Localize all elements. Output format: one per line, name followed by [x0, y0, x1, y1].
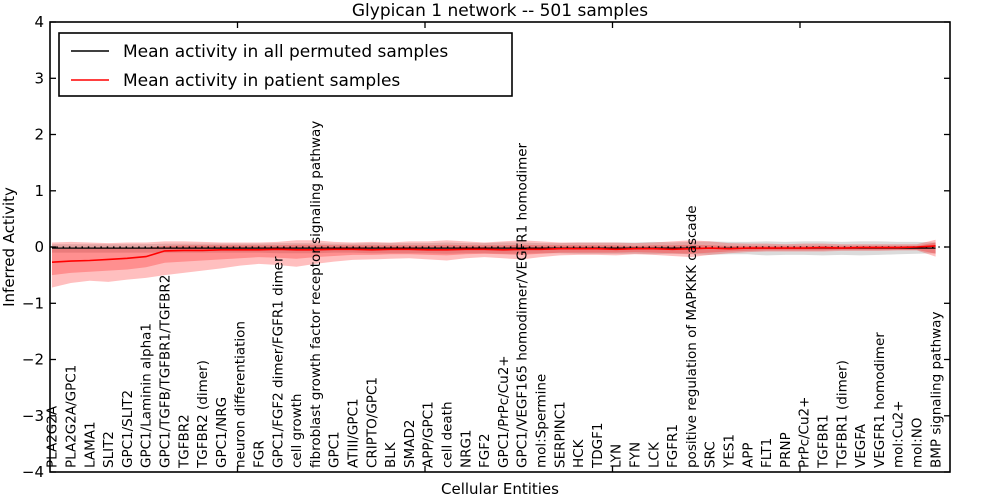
x-entity-label: YES1 [722, 434, 738, 469]
legend-label-permuted: Mean activity in all permuted samples [123, 42, 448, 62]
y-tick-label: 2 [34, 126, 44, 144]
x-entity-label: GPC1 [327, 431, 343, 468]
x-entity-label: FGR [252, 440, 268, 468]
y-tick-label: −2 [22, 351, 44, 369]
x-entity-label: VEGFR1 homodimer [872, 332, 888, 468]
x-entity-label: GPC1/SLIT2 [120, 390, 136, 468]
x-entity-label: mol:Spermine [534, 374, 550, 468]
chart-title: Glypican 1 network -- 501 samples [352, 1, 648, 21]
x-entity-label: TGFBR1 [816, 414, 832, 469]
y-axis-label: Inferred Activity [0, 187, 18, 307]
x-entity-label: SERPINC1 [552, 401, 568, 468]
x-entity-label: APP/GPC1 [421, 401, 437, 468]
x-entity-label: neuron differentiation [233, 321, 249, 468]
patient_band_inner-fill [52, 242, 936, 276]
x-entity-label: GPC1/TGFB/TGFBR1/TGFBR2 [158, 275, 174, 468]
y-tick-label: 1 [34, 182, 44, 200]
x-entity-label: VEGFA [853, 423, 869, 468]
y-tick-label: 0 [34, 238, 44, 256]
x-entity-label: TGFBR1 (dimer) [834, 360, 850, 469]
x-entity-label: PRNP [778, 432, 794, 468]
x-entity-label: BLK [383, 441, 399, 468]
x-entity-label: HCK [571, 438, 587, 468]
y-tick-label: 3 [34, 69, 44, 87]
x-entity-label: LCK [646, 441, 662, 468]
x-entity-label: fibroblast growth factor receptor signal… [308, 121, 324, 468]
x-entity-label: GPC1/NRG [214, 397, 230, 468]
x-entity-label: APP [740, 442, 756, 468]
x-entity-label: SLIT2 [101, 431, 117, 468]
x-entity-label: TGFBR2 [176, 414, 192, 469]
legend-label-patient: Mean activity in patient samples [123, 71, 400, 91]
x-entity-label: NRG1 [458, 429, 474, 468]
x-entity-label: SRC [703, 441, 719, 468]
x-entity-label: GPC1/VEGF165 homodimer/VEGFR1 homodimer [515, 142, 531, 468]
x-entity-label: TDGF1 [590, 423, 606, 469]
x-entity-label: cell growth [289, 394, 305, 469]
patient_band_outer-fill [52, 239, 936, 288]
x-entity-label: ATIII/GPC1 [346, 398, 362, 468]
x-entity-label: cell death [440, 401, 456, 468]
x-entity-label: positive regulation of MAPKKK cascade [684, 205, 700, 468]
x-entity-label: FGF2 [477, 433, 493, 468]
legend-box [58, 32, 513, 97]
x-axis-label: Cellular Entities [441, 480, 559, 498]
x-entity-label: GPC1/FGF2 dimer/FGFR1 dimer [270, 256, 286, 468]
legend: Mean activity in all permuted samples Me… [58, 32, 513, 97]
x-entity-label: PLA2G2A [45, 405, 61, 468]
x-entity-label: TGFBR2 (dimer) [195, 360, 211, 469]
x-entity-label: FGFR1 [665, 424, 681, 468]
x-entity-label: LAMA1 [82, 421, 98, 468]
x-entity-label: mol:NO [910, 418, 926, 468]
x-entity-label: FYN [628, 442, 644, 468]
y-tick-labels: 4 3 2 1 0 −1 −2 −3 −4 [22, 13, 44, 481]
x-entity-label: FLT1 [759, 438, 775, 468]
y-tick-label: −1 [22, 294, 44, 312]
y-tick-label: −4 [22, 463, 44, 481]
x-entity-label: PLA2G2A/GPC1 [64, 365, 80, 468]
patient-mean-line [51, 245, 936, 263]
x-entity-label: LYN [609, 444, 625, 468]
confidence-bands [52, 239, 936, 288]
x-entity-label: mol:Cu2+ [891, 400, 907, 468]
x-entity-label: BMP signaling pathway [928, 312, 944, 468]
y-tick-label: −3 [22, 407, 44, 425]
x-entity-label: CRIPTO/GPC1 [364, 377, 380, 468]
axis-ticks [50, 21, 950, 473]
x-entity-label: SMAD2 [402, 420, 418, 468]
x-entity-label: GPC1/Laminin alpha1 [139, 323, 155, 468]
x-entity-label: GPC1/PrPc/Cu2+ [496, 355, 512, 468]
x-entity-label: PrPc/Cu2+ [797, 397, 813, 468]
y-tick-label: 4 [34, 13, 44, 31]
